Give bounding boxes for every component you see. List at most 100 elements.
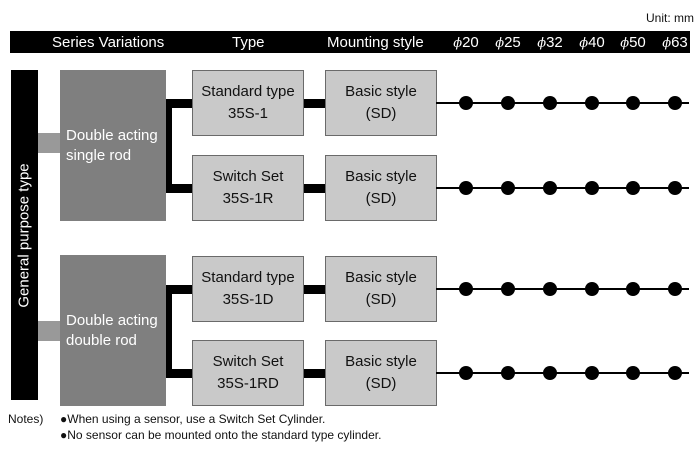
availability-dot (459, 96, 473, 110)
type-connector (166, 285, 192, 294)
mounting-label-line: Basic style (345, 83, 417, 100)
mounting-label-line: (SD) (365, 190, 397, 207)
bore-symbol: ϕ (495, 36, 505, 51)
header-bore-40: ϕ40 (572, 34, 612, 51)
series-box: Double acting single rod (60, 70, 166, 221)
availability-dot (626, 282, 640, 296)
availability-dot (543, 181, 557, 195)
availability-dot (543, 282, 557, 296)
mounting-box: Basic style (SD) (325, 340, 437, 406)
mounting-box: Basic style (SD) (325, 155, 437, 221)
type-label-line: 35S-1RD (217, 375, 279, 392)
availability-dot (585, 96, 599, 110)
availability-dot (459, 282, 473, 296)
header-bore-50: ϕ50 (613, 34, 653, 51)
bore-symbol: ϕ (453, 36, 463, 51)
type-label-line: Standard type (201, 83, 295, 100)
type-box: Switch Set 35S-1RD (192, 340, 304, 406)
bore-value: 20 (462, 34, 479, 51)
mounting-label-line: Basic style (345, 168, 417, 185)
mounting-label-line: (SD) (365, 375, 397, 392)
availability-dot (459, 366, 473, 380)
type-label-line: 35S-1R (222, 190, 274, 207)
availability-dot (501, 96, 515, 110)
availability-dot (501, 282, 515, 296)
mount-connector (304, 369, 325, 378)
bullet-icon: ● (60, 428, 68, 442)
availability-dot (668, 181, 682, 195)
availability-dot (626, 366, 640, 380)
type-connector (166, 184, 192, 193)
header-mounting: Mounting style (327, 34, 424, 51)
type-connector (166, 369, 192, 378)
type-box: Switch Set 35S-1R (192, 155, 304, 221)
bore-symbol: ϕ (620, 36, 630, 51)
bore-symbol: ϕ (537, 36, 547, 51)
bore-value: 40 (588, 34, 605, 51)
type-label-line: Switch Set (212, 353, 284, 370)
availability-dot (543, 366, 557, 380)
mounting-box: Basic style (SD) (325, 256, 437, 322)
bullet-icon: ● (60, 412, 68, 426)
type-connector (166, 99, 192, 108)
bore-value: 63 (671, 34, 688, 51)
type-box: Standard type 35S-1D (192, 256, 304, 322)
note-text: No sensor can be mounted onto the standa… (67, 428, 382, 442)
notes-label: Notes) (8, 412, 44, 426)
availability-line (436, 102, 689, 104)
type-box: Standard type 35S-1 (192, 70, 304, 136)
availability-dot (668, 282, 682, 296)
category-label-wrap: General purpose type (11, 70, 38, 400)
note-item: ●When using a sensor, use a Switch Set C… (60, 412, 325, 426)
type-label-line: 35S-1 (227, 105, 269, 122)
series-label-line: single rod (66, 146, 132, 164)
type-label-line: 35S-1D (222, 291, 274, 308)
bore-value: 25 (504, 34, 521, 51)
availability-dot (459, 181, 473, 195)
mounting-label-line: (SD) (365, 105, 397, 122)
mount-connector (304, 99, 325, 108)
availability-dot (501, 181, 515, 195)
category-connector (38, 133, 60, 153)
availability-dot (585, 282, 599, 296)
availability-dot (626, 96, 640, 110)
availability-dot (626, 181, 640, 195)
availability-line (436, 372, 689, 374)
header-bore-20: ϕ20 (446, 34, 486, 51)
type-label-line: Standard type (201, 269, 295, 286)
bore-symbol: ϕ (662, 36, 672, 51)
availability-dot (543, 96, 557, 110)
bore-value: 50 (629, 34, 646, 51)
series-label-line: Double acting (66, 126, 158, 144)
category-connector (38, 321, 60, 341)
table-header: Series Variations Type Mounting style ϕ2… (10, 31, 690, 53)
availability-dot (585, 366, 599, 380)
mount-connector (304, 184, 325, 193)
availability-dot (668, 96, 682, 110)
mount-connector (304, 285, 325, 294)
availability-line (436, 187, 689, 189)
header-bore-63: ϕ63 (655, 34, 695, 51)
series-label: Double acting single rod (66, 126, 158, 166)
header-bore-32: ϕ32 (530, 34, 570, 51)
unit-label: Unit: mm (646, 11, 694, 25)
availability-dot (585, 181, 599, 195)
note-item: ●No sensor can be mounted onto the stand… (60, 428, 381, 442)
type-label-line: Switch Set (212, 168, 284, 185)
bore-symbol: ϕ (579, 36, 589, 51)
bore-value: 32 (546, 34, 563, 51)
availability-dot (501, 366, 515, 380)
availability-dot (668, 366, 682, 380)
branch-spine (166, 99, 172, 193)
mounting-label-line: (SD) (365, 291, 397, 308)
branch-spine (166, 285, 172, 378)
category-bar (11, 70, 38, 400)
mounting-label-line: Basic style (345, 269, 417, 286)
mounting-label-line: Basic style (345, 353, 417, 370)
mounting-box: Basic style (SD) (325, 70, 437, 136)
header-bore-25: ϕ25 (488, 34, 528, 51)
availability-line (436, 288, 689, 290)
series-label-line: Double acting (66, 311, 158, 329)
